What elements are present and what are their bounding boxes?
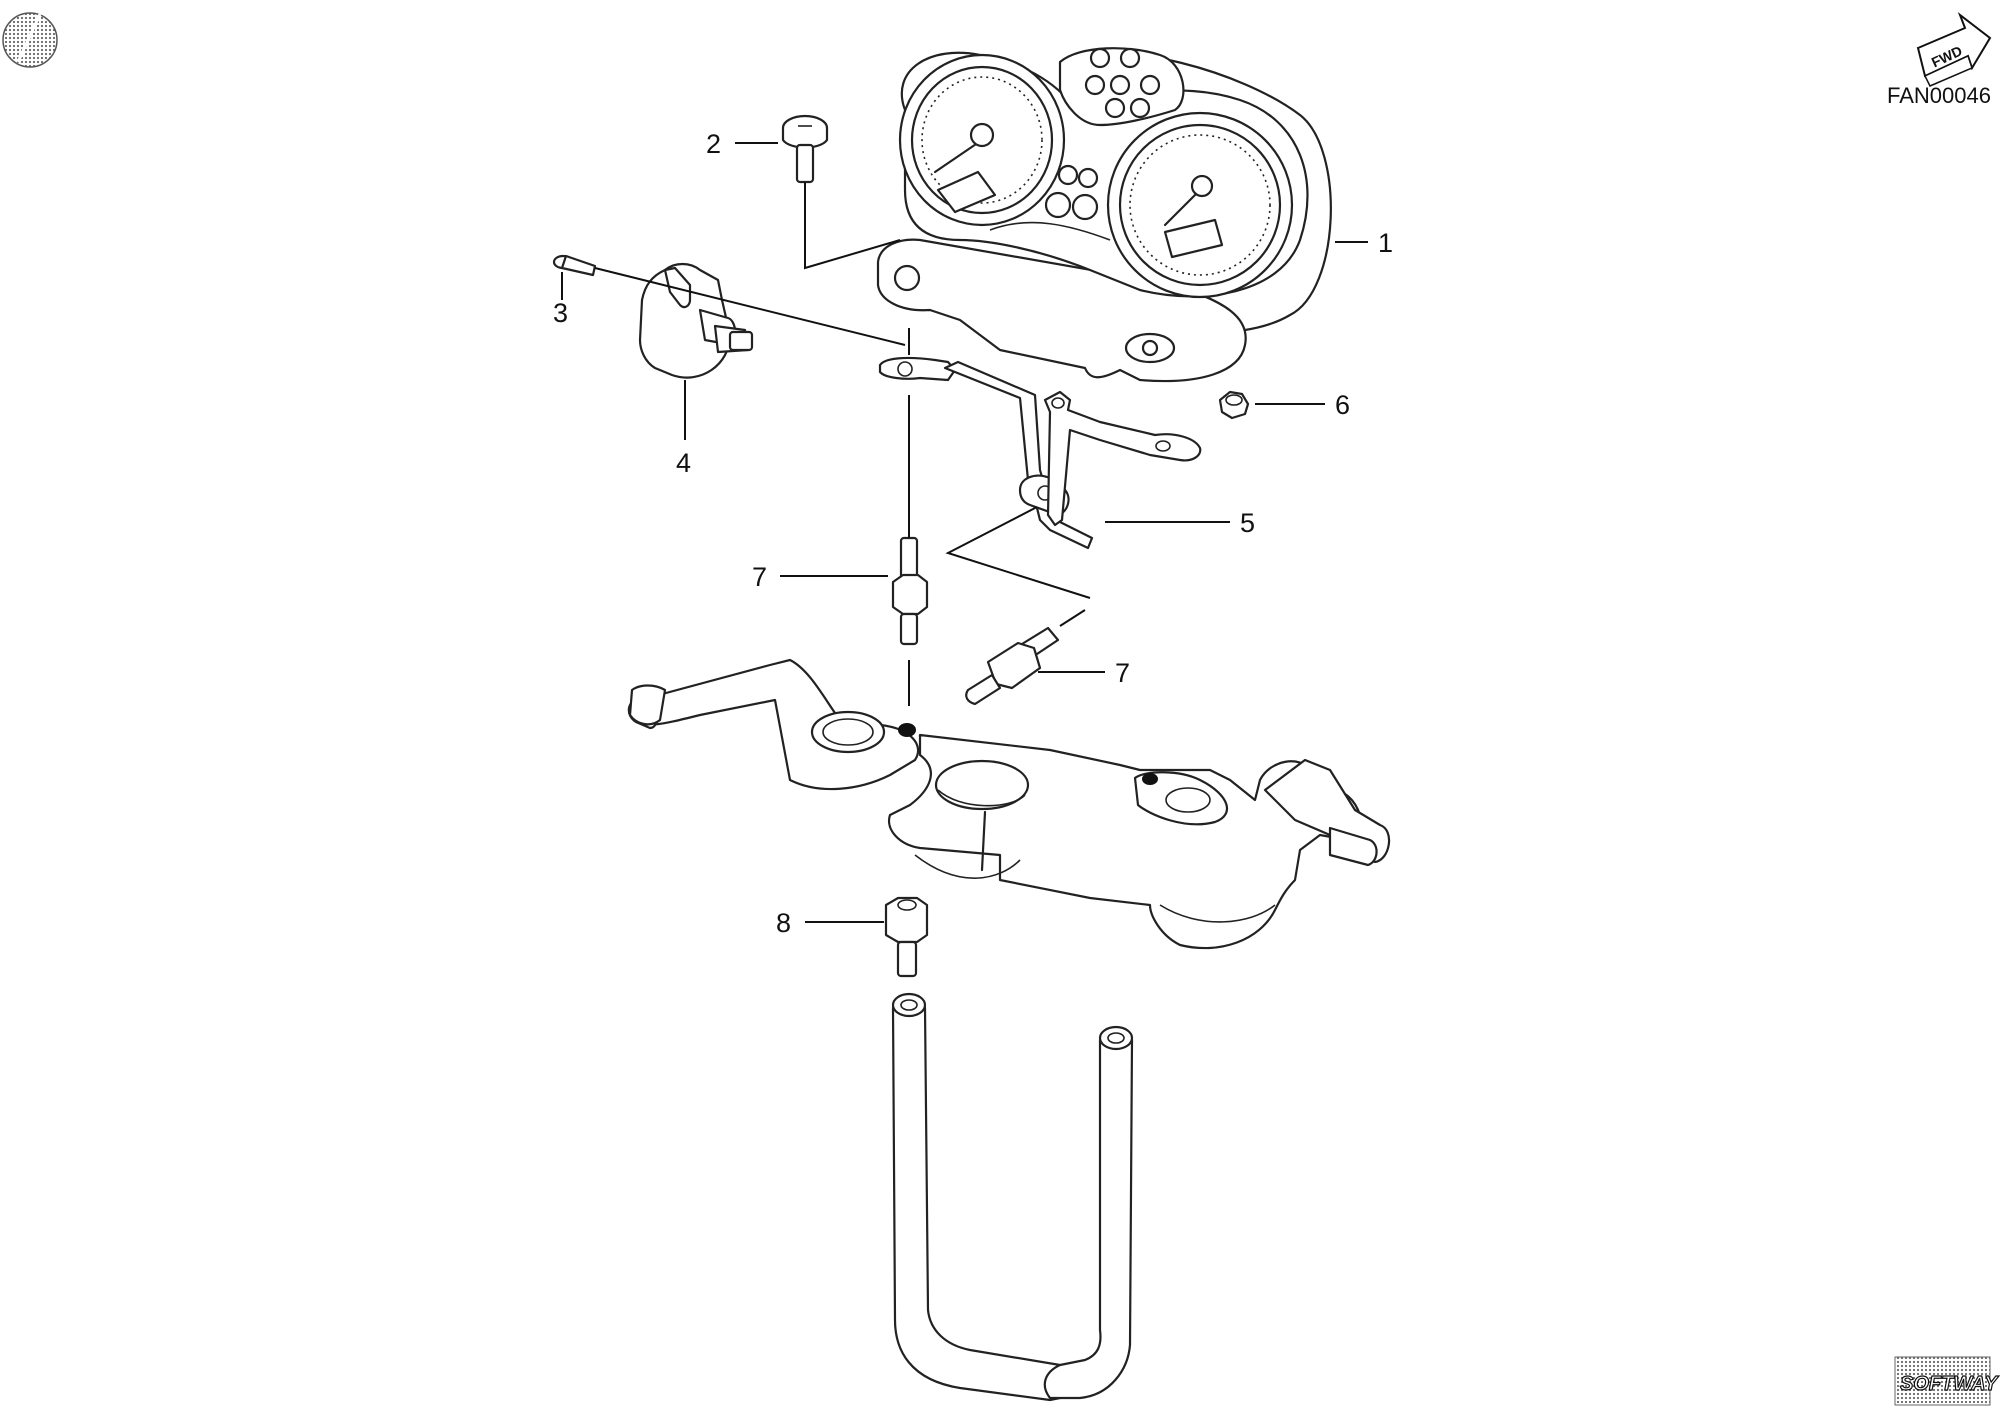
stud-part-7a <box>891 536 929 646</box>
handlebar-clamp <box>627 658 1391 950</box>
assembly-lines <box>594 182 1091 706</box>
callout-5: 5 <box>1240 508 1255 538</box>
screw-part-3 <box>552 254 597 277</box>
nut-part-6 <box>1218 390 1250 420</box>
reference-code: FAN00046 <box>1887 83 1991 108</box>
spacer-part-8 <box>884 896 929 978</box>
softway-logo: SOFTWAY <box>1894 1356 2000 1406</box>
speedometer-gauge <box>898 53 1066 227</box>
callout-3: 3 <box>553 298 568 328</box>
callout-6: 6 <box>1335 390 1350 420</box>
callout-8: 8 <box>776 908 791 938</box>
stud-part-7b <box>965 626 1060 706</box>
callout-labels: 1 2 3 4 5 6 7 7 8 <box>553 129 1393 938</box>
callout-4: 4 <box>676 448 691 478</box>
callout-1: 1 <box>1378 228 1393 258</box>
screw-part-2 <box>781 114 829 184</box>
instrument-cluster <box>876 47 1332 383</box>
callout-7b: 7 <box>1115 658 1130 688</box>
softway-logo-text: SOFTWAY <box>1900 1373 1999 1395</box>
bracket-part-5 <box>878 356 1202 550</box>
callout-7a: 7 <box>752 562 767 592</box>
callout-2: 2 <box>706 129 721 159</box>
corner-marker-icon <box>2 12 58 68</box>
u-bolt <box>891 992 1134 1402</box>
callout-leaders <box>561 142 1368 923</box>
tachometer-gauge <box>1106 111 1294 299</box>
forward-arrow-icon: FWD <box>1916 12 1992 87</box>
sensor-part-4 <box>638 262 754 379</box>
